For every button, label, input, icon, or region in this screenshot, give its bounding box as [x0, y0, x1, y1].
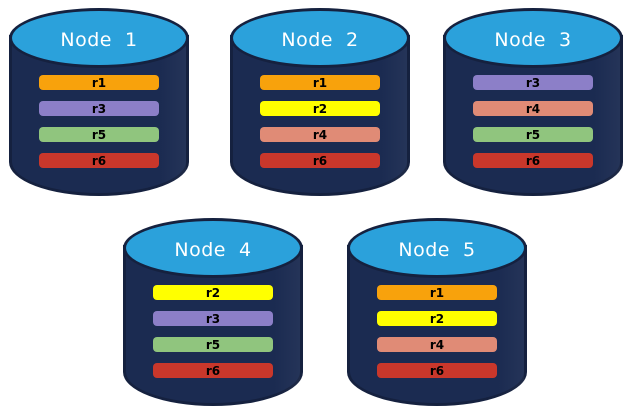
- replica-label: r6: [525, 153, 541, 168]
- replica-list: r1 r2 r4 r6: [347, 277, 527, 378]
- replica-label: r5: [91, 127, 107, 142]
- cylinder-top: Node 4: [123, 218, 303, 278]
- replica-label: r4: [525, 101, 541, 116]
- node-label: Node 2: [281, 28, 359, 51]
- replica-bar[interactable]: r1: [39, 75, 159, 90]
- cylinder-top: Node 5: [347, 218, 527, 278]
- replica-label: r1: [91, 75, 107, 90]
- replica-list: r1 r2 r4 r6: [230, 67, 410, 168]
- cylinder-top: Node 2: [230, 8, 410, 68]
- database-node-3[interactable]: Node 3 r3 r4 r5 r6: [443, 8, 623, 196]
- replica-label: r6: [429, 363, 445, 378]
- replica-bar[interactable]: r3: [153, 311, 273, 326]
- replica-label: r5: [525, 127, 541, 142]
- cylinder-top: Node 1: [9, 8, 189, 68]
- node-label: Node 4: [174, 238, 252, 261]
- replica-label: r3: [205, 311, 221, 326]
- replica-list: r3 r4 r5 r6: [443, 67, 623, 168]
- replica-bar[interactable]: r2: [377, 311, 497, 326]
- database-node-5[interactable]: Node 5 r1 r2 r4 r6: [347, 218, 527, 406]
- replica-label: r3: [525, 75, 541, 90]
- replica-bar[interactable]: r2: [153, 285, 273, 300]
- replica-label: r1: [312, 75, 328, 90]
- replica-label: r2: [205, 285, 221, 300]
- replica-bar[interactable]: r6: [473, 153, 593, 168]
- replica-label: r6: [312, 153, 328, 168]
- replica-bar[interactable]: r3: [39, 101, 159, 116]
- replica-bar[interactable]: r5: [473, 127, 593, 142]
- replica-bar[interactable]: r4: [260, 127, 380, 142]
- replica-label: r6: [205, 363, 221, 378]
- replica-label: r2: [312, 101, 328, 116]
- replica-bar[interactable]: r6: [260, 153, 380, 168]
- replica-label: r3: [91, 101, 107, 116]
- replica-label: r6: [91, 153, 107, 168]
- replica-bar[interactable]: r5: [153, 337, 273, 352]
- replica-label: r4: [312, 127, 328, 142]
- node-label: Node 1: [60, 28, 138, 51]
- node-label: Node 5: [398, 238, 476, 261]
- replica-list: r2 r3 r5 r6: [123, 277, 303, 378]
- replica-bar[interactable]: r2: [260, 101, 380, 116]
- cylinder-top: Node 3: [443, 8, 623, 68]
- replica-list: r1 r3 r5 r6: [9, 67, 189, 168]
- database-node-1[interactable]: Node 1 r1 r3 r5 r6: [9, 8, 189, 196]
- replica-label: r4: [429, 337, 445, 352]
- replica-bar[interactable]: r1: [260, 75, 380, 90]
- database-node-2[interactable]: Node 2 r1 r2 r4 r6: [230, 8, 410, 196]
- replica-label: r1: [429, 285, 445, 300]
- replica-bar[interactable]: r6: [39, 153, 159, 168]
- replica-bar[interactable]: r5: [39, 127, 159, 142]
- replica-bar[interactable]: r6: [377, 363, 497, 378]
- replica-bar[interactable]: r4: [377, 337, 497, 352]
- replica-bar[interactable]: r6: [153, 363, 273, 378]
- replica-bar[interactable]: r1: [377, 285, 497, 300]
- node-label: Node 3: [494, 28, 572, 51]
- replica-bar[interactable]: r4: [473, 101, 593, 116]
- replica-bar[interactable]: r3: [473, 75, 593, 90]
- replica-label: r5: [205, 337, 221, 352]
- replica-label: r2: [429, 311, 445, 326]
- database-node-4[interactable]: Node 4 r2 r3 r5 r6: [123, 218, 303, 406]
